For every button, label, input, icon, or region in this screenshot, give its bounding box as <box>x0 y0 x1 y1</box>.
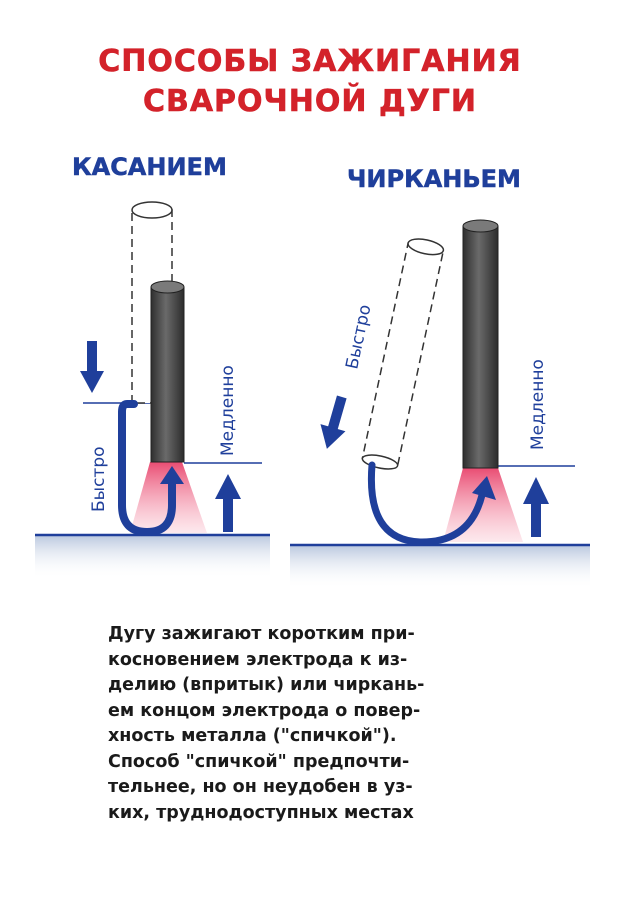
arc-glow-right <box>443 468 523 542</box>
heading-touch: КАСАНИЕМ <box>72 153 227 182</box>
label-slow-right: Медленно <box>528 359 548 450</box>
strike-path-arrow <box>367 461 486 546</box>
metal-surface-left <box>35 535 270 579</box>
label-fast-left: Быстро <box>89 446 109 512</box>
metal-surface-right <box>290 545 590 589</box>
caption-line: ких, труднодоступных местах <box>108 802 414 823</box>
arrow-down-fast-right <box>320 395 347 449</box>
title-line-1: СПОСОБЫ ЗАЖИГАНИЯ <box>98 44 522 80</box>
arrow-up-slow-left <box>215 474 241 532</box>
label-slow-left: Медленно <box>218 365 238 456</box>
touch-path-arrowhead <box>160 466 184 484</box>
caption-line: делию (впритык) или чиркань- <box>108 675 425 695</box>
caption-line: косновением электрода к из- <box>108 649 408 670</box>
caption-text: Дугу зажигают коротким при- косновением … <box>108 622 518 826</box>
electrode-right <box>462 219 499 469</box>
caption-line: тельнее, но он неудобен в уз- <box>108 777 413 797</box>
electrode-start-position-right <box>361 238 445 470</box>
touch-path-arrow <box>118 400 176 537</box>
caption-line: Дугу зажигают коротким при- <box>108 624 415 644</box>
strike-panel: Быстро Медленно <box>290 219 590 589</box>
arrow-up-slow-right <box>523 477 549 537</box>
caption-line: ем концом электрода о повер- <box>108 700 421 721</box>
electrode-left <box>150 280 185 463</box>
strike-path-arrowhead <box>472 476 496 500</box>
arrow-down-fast-left <box>80 341 104 393</box>
caption-line: хность металла ("спичкой"). <box>108 726 397 746</box>
title-line-2: СВАРОЧНОЙ ДУГИ <box>142 84 478 120</box>
label-fast-right: Быстро <box>342 303 375 371</box>
caption-line: Способ "спичкой" предпочти- <box>108 751 410 772</box>
arc-ignition-diagram: Быстро Медленно <box>35 201 590 589</box>
heading-strike: ЧИРКАНЬЕМ <box>347 165 521 194</box>
touch-panel: Быстро Медленно <box>35 201 270 579</box>
